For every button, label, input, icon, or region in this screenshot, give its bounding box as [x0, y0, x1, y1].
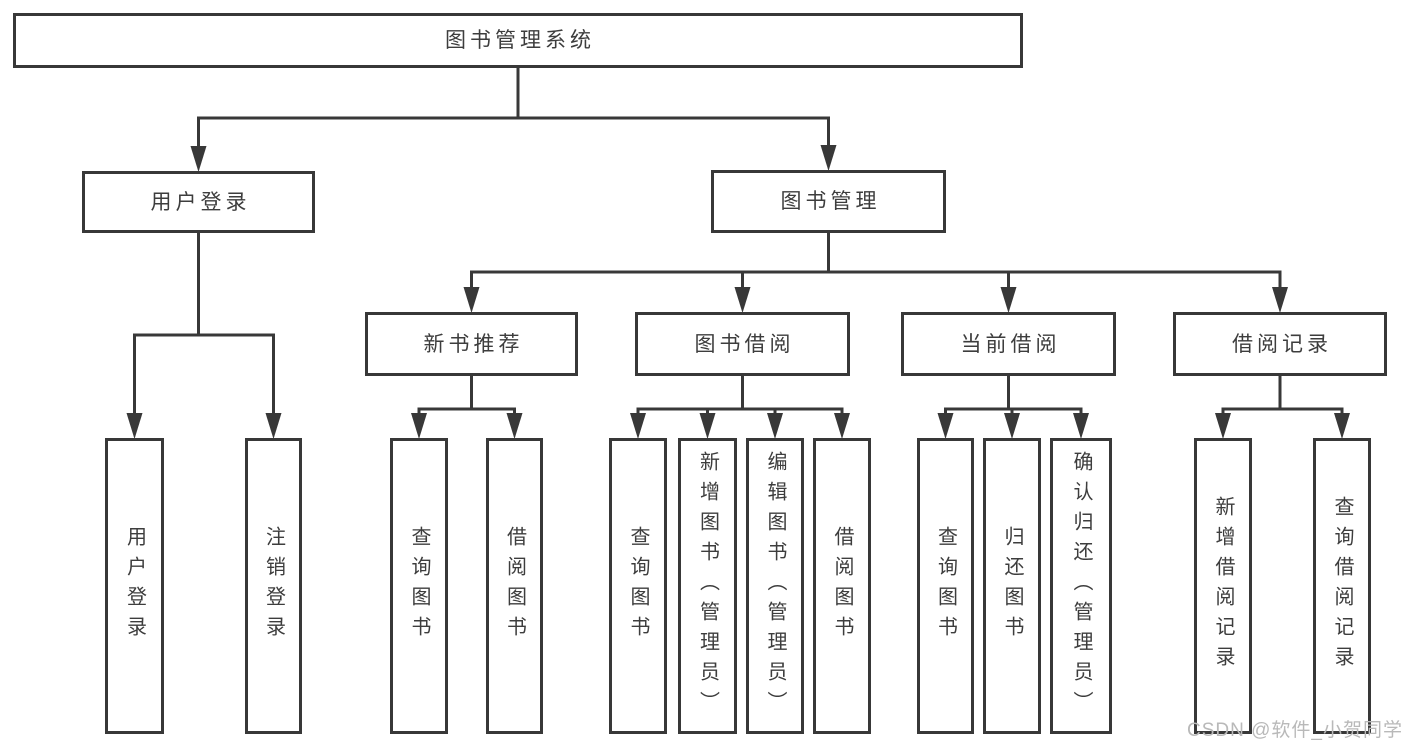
node-label-leaf-query-book-1: 查询图书 — [408, 526, 430, 646]
node-book-mgmt: 图书管理 — [711, 170, 946, 233]
node-leaf-borrow-book-2: 借阅图书 — [813, 438, 871, 734]
node-book-borrow: 图书借阅 — [635, 312, 850, 376]
arrowhead-icon — [1334, 413, 1350, 439]
arrowhead-icon — [834, 413, 850, 439]
arrowhead-icon — [1215, 413, 1231, 439]
node-label-book-mgmt: 图书管理 — [780, 190, 881, 213]
node-label-leaf-query-record: 查询借阅记录 — [1331, 496, 1353, 676]
arrowhead-icon — [1000, 287, 1017, 313]
arrowhead-icon — [1073, 413, 1089, 439]
arrowhead-icon — [630, 413, 646, 439]
node-leaf-logout: 注销登录 — [245, 438, 302, 734]
arrowhead-icon — [767, 413, 783, 439]
arrowhead-icon — [734, 287, 751, 313]
node-label-leaf-edit-book: 编辑图书（管理员） — [764, 451, 786, 721]
node-new-book-rec: 新书推荐 — [365, 312, 578, 376]
node-current-borrow: 当前借阅 — [901, 312, 1116, 376]
node-label-leaf-add-book: 新增图书（管理员） — [696, 451, 719, 721]
node-leaf-borrow-book-1: 借阅图书 — [486, 438, 543, 734]
node-user-login: 用户登录 — [82, 171, 315, 233]
node-leaf-add-record: 新增借阅记录 — [1194, 438, 1252, 734]
node-label-leaf-return-book: 归还图书 — [1001, 526, 1023, 646]
arrowhead-icon — [506, 413, 523, 439]
arrowhead-icon — [699, 413, 716, 439]
node-leaf-user-login: 用户登录 — [105, 438, 164, 734]
node-leaf-add-book: 新增图书（管理员） — [678, 438, 737, 734]
node-label-root: 图书管理系统 — [445, 29, 595, 52]
arrowhead-icon — [463, 287, 480, 313]
node-root: 图书管理系统 — [13, 13, 1023, 68]
node-label-leaf-add-record: 新增借阅记录 — [1212, 496, 1234, 676]
arrowhead-icon — [937, 413, 954, 439]
node-leaf-return-book: 归还图书 — [983, 438, 1041, 734]
node-label-leaf-logout: 注销登录 — [262, 526, 285, 646]
node-label-new-book-rec: 新书推荐 — [423, 332, 524, 356]
arrowhead-icon — [411, 413, 427, 439]
node-label-book-borrow: 图书借阅 — [694, 332, 795, 356]
node-leaf-query-book-3: 查询图书 — [917, 438, 974, 734]
node-label-leaf-confirm-return: 确认归还（管理员） — [1070, 451, 1092, 721]
node-label-leaf-user-login: 用户登录 — [123, 526, 146, 646]
arrowhead-icon — [265, 413, 282, 439]
arrowhead-icon — [820, 145, 837, 171]
node-label-leaf-borrow-book-2: 借阅图书 — [831, 526, 853, 646]
node-label-leaf-query-book-2: 查询图书 — [627, 526, 649, 646]
node-label-current-borrow: 当前借阅 — [960, 332, 1061, 356]
node-leaf-query-book-2: 查询图书 — [609, 438, 667, 734]
node-borrow-record: 借阅记录 — [1173, 312, 1387, 376]
node-leaf-confirm-return: 确认归还（管理员） — [1050, 438, 1112, 734]
node-label-user-login: 用户登录 — [150, 190, 251, 214]
node-leaf-query-book-1: 查询图书 — [390, 438, 448, 734]
arrowhead-icon — [126, 413, 143, 439]
node-label-leaf-borrow-book-1: 借阅图书 — [503, 526, 526, 646]
arrowhead-icon — [1004, 413, 1020, 439]
node-leaf-edit-book: 编辑图书（管理员） — [746, 438, 804, 734]
node-leaf-query-record: 查询借阅记录 — [1313, 438, 1371, 734]
node-label-leaf-query-book-3: 查询图书 — [934, 526, 957, 646]
arrowhead-icon — [190, 146, 207, 172]
watermark: CSDN @软件_小贺同学 — [1187, 720, 1403, 741]
node-label-borrow-record: 借阅记录 — [1232, 332, 1332, 356]
arrowhead-icon — [1272, 287, 1288, 313]
